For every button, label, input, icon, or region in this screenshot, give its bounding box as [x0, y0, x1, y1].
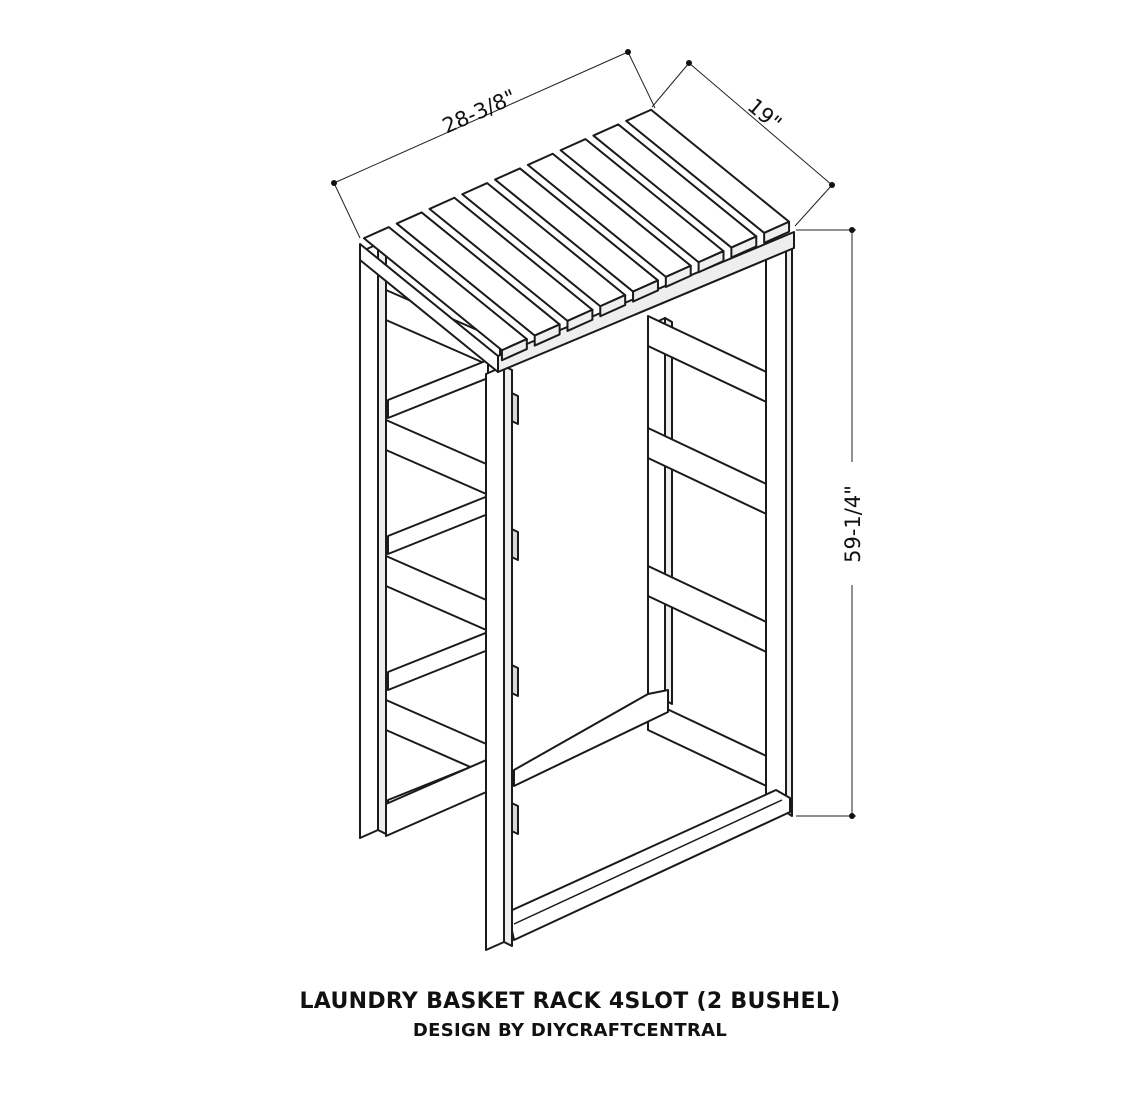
height-dimension-label: 59-1/4": [841, 485, 865, 563]
rack-frame: [359, 108, 795, 951]
rear-bottom-rail: [513, 689, 669, 787]
top-slat-end-7: [697, 250, 725, 274]
depth-dimension-label: 19": [743, 94, 786, 136]
rear-cross-rail-1: [387, 359, 489, 419]
top-slat-end-6: [664, 264, 692, 288]
front-right-post: [765, 245, 787, 823]
top-slat-end-9: [763, 220, 791, 244]
front-center-post: [485, 365, 505, 951]
right-side-rail-4: [647, 699, 779, 793]
top-slat-end-5: [632, 279, 659, 303]
top-slat-end-4: [599, 294, 627, 318]
rear-cross-rail-2: [387, 495, 489, 555]
left-side-rail-2: [385, 419, 501, 501]
top-slat-end-2: [533, 323, 561, 347]
top-slat-end-8: [730, 235, 758, 259]
diagram-subtitle: DESIGN BY DIYCRAFTCENTRAL: [412, 1020, 728, 1041]
top-slat-end-1: [500, 338, 528, 362]
front-left-post: [359, 243, 379, 839]
rear-right-post: [647, 317, 666, 709]
front-center-post-side: [503, 365, 513, 947]
top-slat-end-3: [566, 308, 594, 332]
front-bottom-rail-edge: [513, 799, 783, 925]
top-apron-front: [497, 231, 795, 373]
width-dimension-label: 28-3/8": [439, 85, 520, 139]
rear-cross-rail-3: [387, 631, 489, 691]
rear-right-post-side: [664, 317, 673, 705]
diagram-title: LAUNDRY BASKET RACK 4SLOT (2 BUSHEL): [299, 989, 841, 1014]
front-left-post-side: [377, 243, 387, 835]
front-right-post-side: [785, 245, 793, 817]
left-side-rail-3: [385, 555, 501, 637]
front-bottom-rail: [507, 789, 791, 941]
